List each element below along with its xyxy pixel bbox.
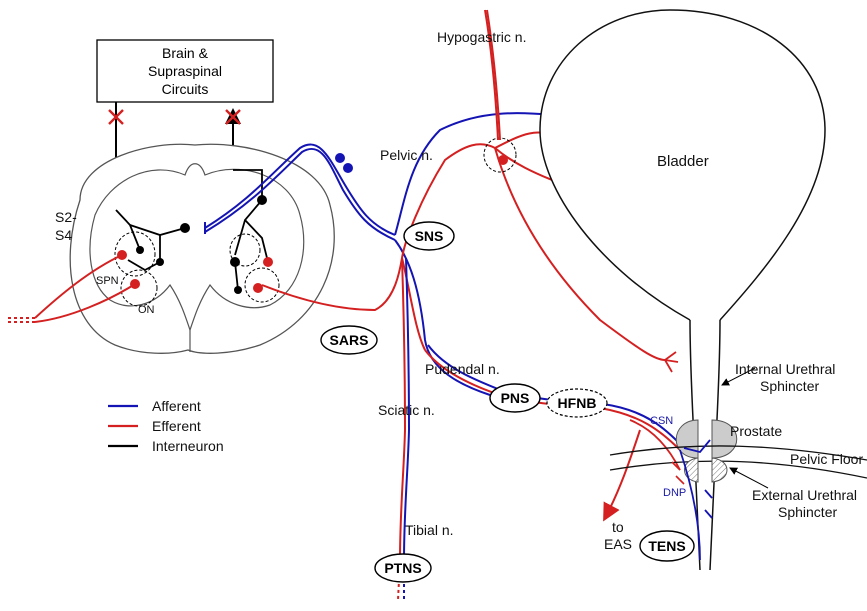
- pns-badge-label: PNS: [501, 390, 530, 406]
- spinal-cord-section: S2- S4 SPN ON: [55, 144, 334, 353]
- pudendal-label: Pudendal n.: [425, 361, 500, 377]
- hfnb-badge-label: HFNB: [558, 395, 597, 411]
- brain-label-line3: Circuits: [162, 81, 209, 97]
- sars-badge: SARS: [321, 326, 377, 354]
- hypogastric-label: Hypogastric n.: [437, 29, 526, 45]
- csn-label: CSN: [650, 415, 673, 427]
- internal-sphincter-label-line1: Internal Urethral: [735, 361, 835, 377]
- external-sphincter-label-line2: Sphincter: [778, 504, 837, 520]
- prostate-label: Prostate: [730, 423, 782, 439]
- tens-badge-label: TENS: [648, 538, 685, 554]
- sars-badge-label: SARS: [330, 332, 369, 348]
- internal-sphincter-ending: [665, 352, 678, 372]
- external-sphincter-label-line1: External Urethral: [752, 487, 857, 503]
- ptns-badge-label: PTNS: [384, 560, 421, 576]
- dnp-label: DNP: [663, 487, 686, 499]
- legend-item-afferent: Afferent: [108, 398, 201, 414]
- sciatic-trunk: [398, 258, 409, 600]
- legend-label-efferent: Efferent: [152, 418, 201, 434]
- sns-badge-label: SNS: [415, 228, 444, 244]
- legend-item-interneuron: Interneuron: [108, 438, 224, 454]
- internal-sphincter-label-line2: Sphincter: [760, 378, 819, 394]
- legend-label-afferent: Afferent: [152, 398, 201, 414]
- brain-supraspinal-box: Brain & Supraspinal Circuits: [97, 40, 273, 102]
- on-label: ON: [138, 304, 155, 316]
- brain-label-line1: Brain &: [162, 45, 209, 61]
- legend-label-interneuron: Interneuron: [152, 438, 224, 454]
- pelvic-floor-label: Pelvic Floor: [790, 451, 863, 467]
- spinal-level-line1: S2-: [55, 209, 77, 225]
- to-eas-label-line1: to: [612, 519, 624, 535]
- legend-item-efferent: Efferent: [108, 418, 201, 434]
- tens-badge: TENS: [640, 531, 694, 561]
- pelvic-label: Pelvic n.: [380, 147, 433, 163]
- spn-label: SPN: [96, 275, 119, 287]
- right-neuron-lower: [253, 283, 263, 293]
- hfnb-badge: HFNB: [547, 389, 607, 417]
- to-eas-label-line2: EAS: [604, 536, 632, 552]
- prostate: [676, 420, 737, 458]
- right-neuron-upper: [263, 257, 273, 267]
- sciatic-label: Sciatic n.: [378, 402, 435, 418]
- brain-label-line2: Supraspinal: [148, 63, 222, 79]
- ptns-badge: PTNS: [375, 554, 431, 582]
- legend: Afferent Efferent Interneuron: [108, 398, 224, 454]
- afferent-ganglion-cells: [335, 153, 353, 173]
- bladder-label: Bladder: [657, 153, 709, 170]
- pns-badge: PNS: [490, 384, 540, 412]
- tibial-label: Tibial n.: [405, 522, 454, 538]
- sns-badge: SNS: [404, 222, 454, 250]
- bladder: Bladder: [540, 10, 825, 570]
- spinal-level-line2: S4: [55, 227, 72, 243]
